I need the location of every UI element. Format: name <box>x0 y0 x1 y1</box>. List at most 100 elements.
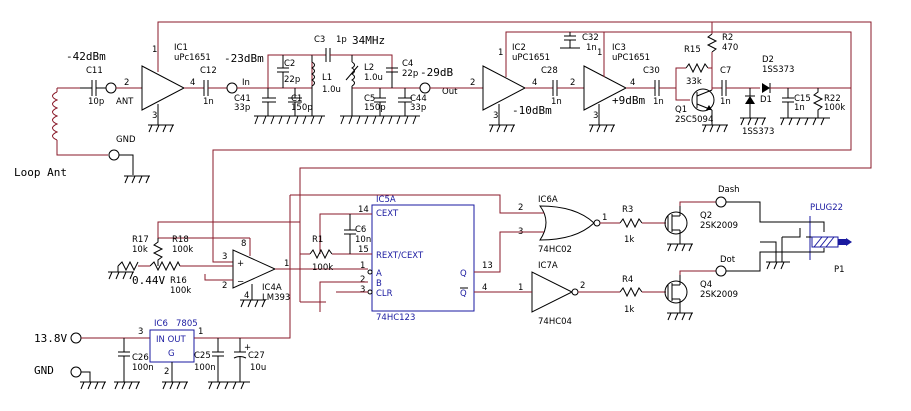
ic6-gnd-pin: G <box>168 349 175 359</box>
r1-ref: R1 <box>312 235 323 245</box>
ground-symbol <box>114 381 140 390</box>
c5-ref: C5 <box>364 94 375 104</box>
r18-resistor <box>152 238 164 266</box>
ic4a-pin3: 3 <box>222 252 227 262</box>
dash-terminal[interactable] <box>715 196 727 208</box>
ic5a-qbar: Q <box>460 289 467 299</box>
ic3-amplifier <box>583 65 628 111</box>
c30-value: 1n <box>653 97 664 107</box>
d2-diode <box>762 83 771 93</box>
ic2-pin1: 1 <box>498 48 503 58</box>
filter-frequency: 34MHz <box>352 34 385 47</box>
r4-ref: R4 <box>622 275 633 285</box>
c6-value: 10n <box>355 235 371 245</box>
ant-terminal[interactable] <box>105 82 117 94</box>
ic4a-pin2: 2 <box>222 281 227 291</box>
ic3-ref: IC3 <box>612 43 626 53</box>
r3-value: 1k <box>624 235 634 245</box>
ground-symbol <box>254 115 323 125</box>
ground-symbol <box>148 124 174 133</box>
filter-out-terminal[interactable] <box>419 82 431 94</box>
c1-ref: C1 <box>291 94 302 104</box>
q4-mosfet <box>664 275 688 313</box>
c30-ref: C30 <box>643 66 660 76</box>
ic5a-pin-clr: CLR <box>376 289 393 299</box>
c15-capacitor <box>782 88 794 118</box>
ground-symbol <box>740 117 766 126</box>
dot-label: Dot <box>720 255 736 265</box>
ic6a-bubble <box>593 219 601 227</box>
ic5a-ref: IC5A <box>376 195 396 205</box>
c26-capacitor <box>118 338 130 382</box>
c15-value: 1n <box>794 103 805 113</box>
loop-antenna-coil <box>52 87 108 156</box>
ic2-part: uPC1651 <box>512 53 550 63</box>
ic6a-ref: IC6A <box>538 195 558 205</box>
ic2-pin4: 4 <box>532 78 537 88</box>
r15-value: 33k <box>686 77 702 87</box>
gnd-power-terminal[interactable] <box>70 366 82 378</box>
r2-resistor <box>706 33 718 53</box>
ic3-pin1: 1 <box>597 48 602 58</box>
plus-sign: + <box>237 259 244 269</box>
vin-terminal[interactable] <box>70 332 82 344</box>
c28-ref: C28 <box>541 66 558 76</box>
ic7a-part: 74HC04 <box>538 317 572 327</box>
ground-symbol <box>667 312 693 321</box>
c41-capacitor <box>262 88 276 116</box>
ic5a-monostable <box>371 204 475 312</box>
c25-value: 100n <box>194 363 216 373</box>
l2-inductor <box>345 55 359 116</box>
gnd-terminal[interactable] <box>108 149 120 161</box>
c3-capacitor <box>325 48 331 62</box>
c28-capacitor <box>552 80 558 96</box>
dot-terminal[interactable] <box>715 265 727 277</box>
l1-ref: L1 <box>322 73 332 83</box>
filter-in-terminal[interactable] <box>226 82 238 94</box>
c32-ref: C32 <box>582 33 599 43</box>
r22-ref: R22 <box>824 94 841 104</box>
loop-ant-caption: Loop Ant <box>14 166 67 179</box>
pin-clr-bubble <box>367 289 373 295</box>
filter-out-label: Out <box>442 87 458 97</box>
ic5a-pin4: 4 <box>482 283 487 293</box>
ic5a-pin2: 2 <box>360 275 365 285</box>
c25-ref: C25 <box>194 351 211 361</box>
dash-label: Dash <box>718 185 740 195</box>
l1-value: 1.0u <box>322 85 341 95</box>
r17-ref: R17 <box>132 235 149 245</box>
c28-value: 1n <box>551 97 562 107</box>
c27-ref: C27 <box>248 351 265 361</box>
ic5a-pin15: 15 <box>358 245 369 255</box>
q4-part: 2SK2009 <box>700 290 738 300</box>
ground-symbol <box>489 124 515 133</box>
l1-inductor <box>311 55 315 116</box>
r16-value: 100k <box>170 286 191 296</box>
q2-mosfet <box>664 206 688 244</box>
detector-feedback-wire <box>212 31 852 263</box>
ic5a-pin1: 1 <box>360 261 365 271</box>
r18-ref: R18 <box>172 235 189 245</box>
d2-part: 1SS373 <box>762 65 794 75</box>
c27-polarity: + <box>244 343 251 353</box>
c12-ref: C12 <box>200 66 217 76</box>
ic6-inout: IN OUT <box>156 335 186 345</box>
d1-part: 1SS373 <box>742 127 774 137</box>
ic6-pin1: 1 <box>198 327 203 337</box>
r2-value: 470 <box>722 43 738 53</box>
ic6-pin2: 2 <box>164 367 169 377</box>
r16-resistor <box>149 260 181 272</box>
c2-ref: C2 <box>284 59 295 69</box>
ic1-ref: IC1 <box>174 43 188 53</box>
r3-ref: R3 <box>622 205 633 215</box>
c7-ref: C7 <box>720 66 731 76</box>
gnd-wire <box>119 154 134 175</box>
r15-ref: R15 <box>684 45 701 55</box>
ground-symbol <box>780 117 825 126</box>
c44-value: 33p <box>410 103 426 113</box>
plug-p1-label: P1 <box>834 265 845 275</box>
q2-part: 2SK2009 <box>700 221 738 231</box>
d1-diode <box>745 88 755 118</box>
ic3-level: +9dBm <box>612 94 645 107</box>
